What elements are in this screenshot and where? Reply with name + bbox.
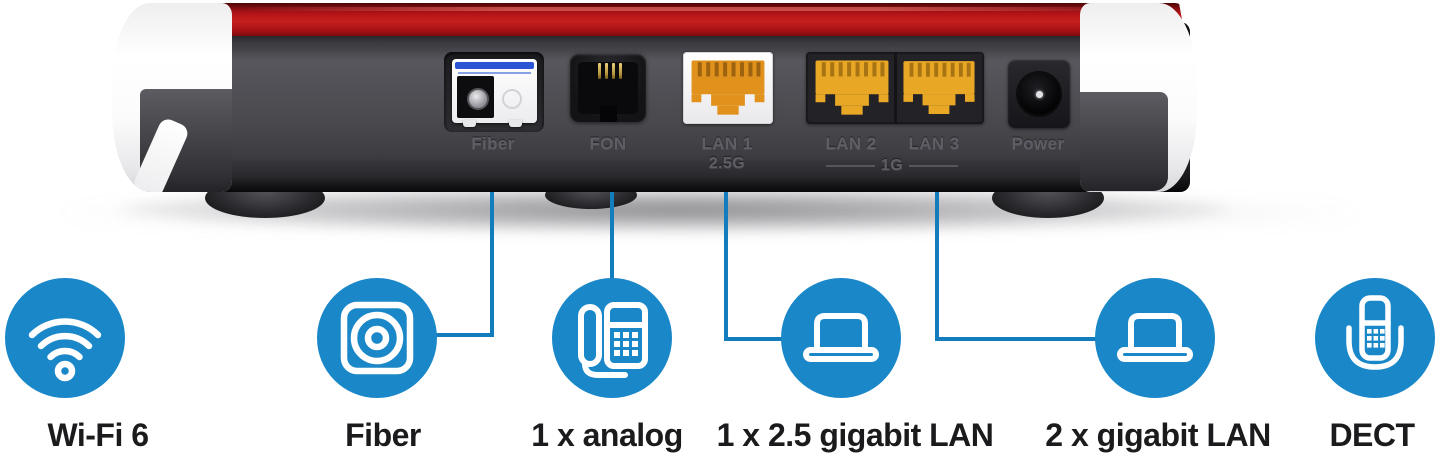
- laptop-icon: [803, 313, 879, 362]
- end-cap-inset: [1080, 92, 1168, 191]
- router-end-cap-left: [112, 3, 232, 192]
- fiber-socket-outline: [502, 89, 522, 109]
- feature-circle-lan-2-5g: [781, 278, 901, 398]
- fon-pin: [619, 63, 622, 79]
- feature-circle-analog: [552, 278, 672, 398]
- router-end-cap-right: [1080, 3, 1197, 192]
- caption-fiber: Fiber: [345, 417, 421, 453]
- lan1-speed-label: 2.5G: [708, 155, 746, 172]
- lan-group-speed: 1G: [826, 157, 958, 175]
- feature-circle-fiber: [317, 278, 437, 398]
- lan3-port-label: LAN 3: [908, 134, 960, 153]
- fiber-port-tab: [509, 120, 522, 127]
- laptop-icon: [1117, 313, 1193, 362]
- desk-phone-icon: [578, 302, 648, 378]
- callout-line-fiber: [434, 333, 494, 337]
- feature-circle-wifi: [5, 278, 125, 398]
- feature-circle-lan-1g: [1095, 278, 1215, 398]
- fiber-port-tab: [463, 120, 476, 127]
- callout-line-lan23: [935, 337, 1098, 341]
- fon-pin: [612, 63, 615, 79]
- lan2-port-label: LAN 2: [825, 134, 877, 153]
- fiber-port-label: Fiber: [471, 134, 515, 153]
- callout-line-lan1: [724, 337, 786, 341]
- caption-wifi: Wi-Fi 6: [47, 417, 149, 453]
- caption-analog: 1 x analog: [531, 417, 683, 453]
- caption-lan-1g: 2 x gigabit LAN: [1045, 417, 1271, 453]
- fiber-ferrule: [467, 88, 489, 110]
- callout-line-lan1: [724, 176, 728, 341]
- fon-port-inner: [578, 62, 638, 114]
- fon-port-notch: [600, 106, 617, 122]
- dash-line: [909, 165, 958, 167]
- router-red-top: [150, 3, 1185, 36]
- lan3-rj45-jack: [903, 61, 975, 114]
- fiber-port-blue-bar: [458, 72, 531, 74]
- fon-pin: [598, 63, 601, 79]
- callout-line-fon: [610, 176, 614, 286]
- fiber-socket-icon: [340, 301, 414, 375]
- power-pin: [1036, 91, 1043, 98]
- fon-pin: [605, 63, 608, 79]
- fiber-port-blue-bar: [455, 62, 534, 69]
- wifi-icon: [28, 318, 102, 382]
- caption-lan-2-5g: 1 x 2.5 gigabit LAN: [716, 417, 994, 453]
- lan1-rj45-jack: [691, 60, 765, 115]
- lan2-rj45-jack: [815, 60, 889, 115]
- lan-port-divider: [894, 52, 897, 124]
- lan1-port-label: LAN 1: [701, 134, 753, 153]
- feature-circle-dect: [1315, 278, 1435, 398]
- fon-port-label: FON: [589, 134, 627, 153]
- power-port-label: Power: [1011, 134, 1065, 153]
- callout-line-lan23: [935, 176, 939, 341]
- dect-handset-icon: [1346, 295, 1404, 370]
- dash-line: [826, 165, 875, 167]
- lan-group-speed-label: 1G: [880, 157, 904, 174]
- caption-dect: DECT: [1329, 417, 1415, 453]
- callout-line-fiber: [490, 176, 494, 337]
